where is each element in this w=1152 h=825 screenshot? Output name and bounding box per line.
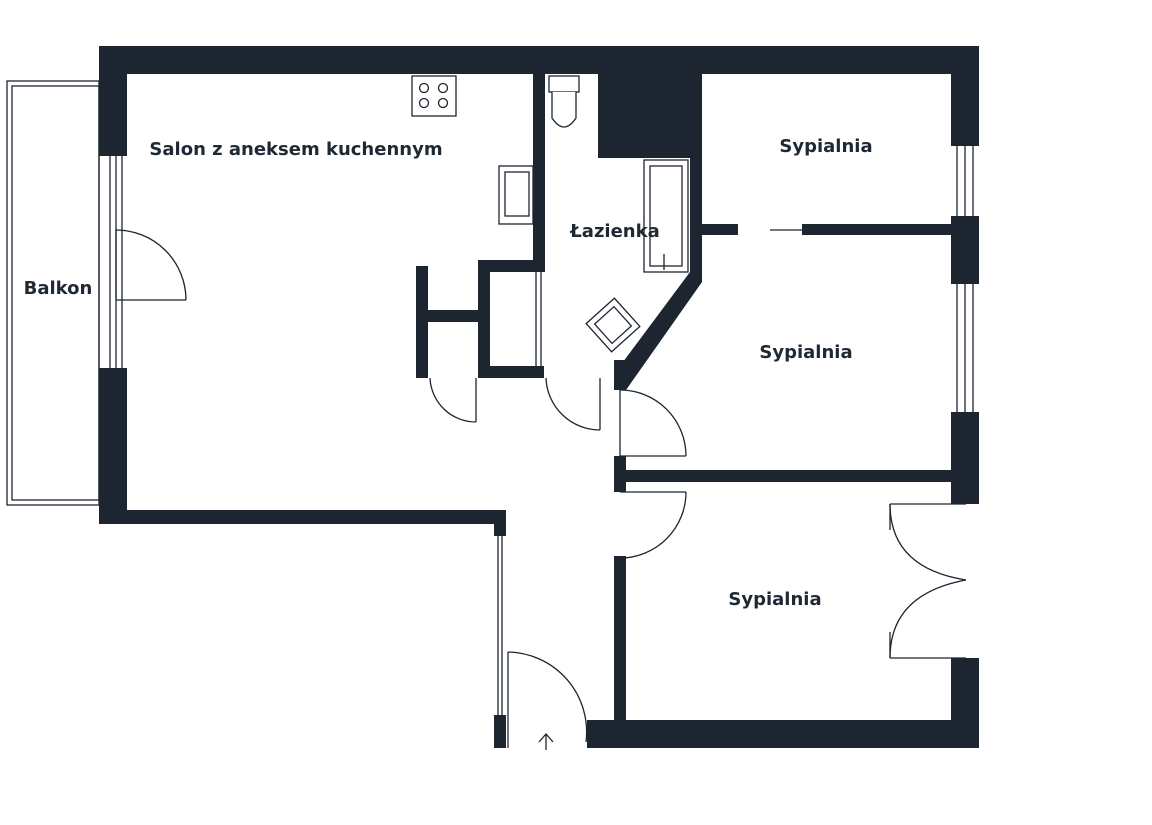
closet-doors <box>535 272 542 366</box>
kitchen-sink <box>498 165 534 225</box>
cooktop <box>411 75 457 117</box>
balcony <box>6 80 100 506</box>
bathroom-door <box>545 377 601 431</box>
entrance-arrow-icon <box>538 733 554 750</box>
bedroom-bottom-door <box>619 491 687 559</box>
bedroom-french-doors <box>889 503 967 659</box>
closet-door <box>429 377 477 423</box>
walls <box>99 46 979 748</box>
room-label-bedroom-bottom: Sypialnia <box>728 589 821 610</box>
room-label-bathroom: Łazienka <box>569 221 660 242</box>
toilet <box>548 75 580 128</box>
room-label-bedroom-middle: Sypialnia <box>759 342 852 363</box>
entrance-door <box>497 532 588 748</box>
bathtub <box>643 159 689 273</box>
room-label-bedroom-top: Sypialnia <box>779 136 872 157</box>
room-label-balcony: Balkon <box>24 278 93 299</box>
bedroom-middle-door <box>619 389 687 457</box>
balcony-door <box>115 229 187 301</box>
room-label-living: Salon z aneksem kuchennym <box>149 139 442 160</box>
window-right-top <box>956 146 974 216</box>
window-right-middle <box>956 284 974 412</box>
washing-machine <box>585 297 641 353</box>
